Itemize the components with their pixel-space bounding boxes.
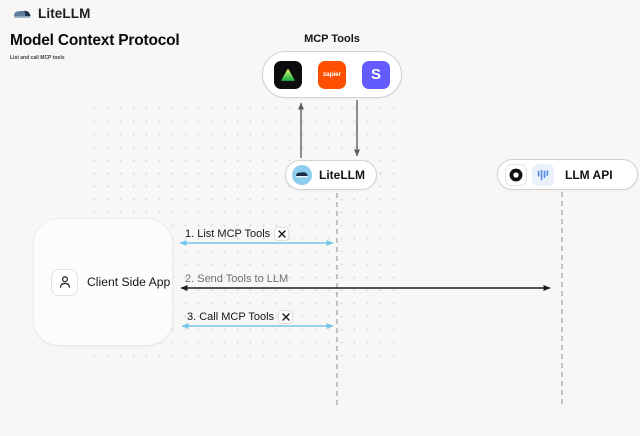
client-node-label: Client Side App (87, 275, 171, 289)
page-title: Model Context Protocol (10, 32, 180, 49)
stripe-tool-icon: S (362, 60, 390, 89)
message-label-list-mcp-tools: 1. List MCP Tools (185, 227, 290, 241)
green-triangle-tool-icon (274, 60, 302, 89)
brand-name: LiteLLM (38, 6, 91, 21)
message-1-text: 1. List MCP Tools (185, 228, 271, 240)
llm-provider-icon (532, 163, 554, 186)
llm-api-node-label: LLM API (565, 167, 613, 182)
message-3-text: 3. Call MCP Tools (187, 311, 275, 323)
openai-icon (505, 163, 527, 186)
zapier-tool-icon: zapier (318, 60, 346, 89)
message-label-call-mcp-tools: 3. Call MCP Tools (187, 310, 294, 324)
client-side-app-node: Client Side App (33, 218, 173, 346)
litellm-logo-icon (14, 10, 31, 18)
stripe-letter: S (370, 66, 381, 83)
brand: LiteLLM (12, 6, 90, 21)
mcp-tools-node: zapier S (262, 51, 402, 98)
litellm-node: LiteLLM (285, 160, 377, 190)
person-icon (51, 268, 78, 296)
llm-api-node: LLM API (497, 159, 638, 190)
hammer-wrench-icon (278, 310, 294, 324)
litellm-node-logo-icon (292, 165, 312, 185)
message-2-text: 2. Send Tools to LLM (185, 273, 289, 285)
zapier-wordmark: zapier (322, 71, 342, 78)
hammer-wrench-icon (274, 227, 290, 241)
mcp-tools-label: MCP Tools (304, 33, 360, 45)
message-label-send-tools-to-llm: 2. Send Tools to LLM (185, 273, 288, 285)
page-subtitle: List and call MCP tools (10, 55, 65, 61)
litellm-node-label: LiteLLM (319, 168, 365, 182)
